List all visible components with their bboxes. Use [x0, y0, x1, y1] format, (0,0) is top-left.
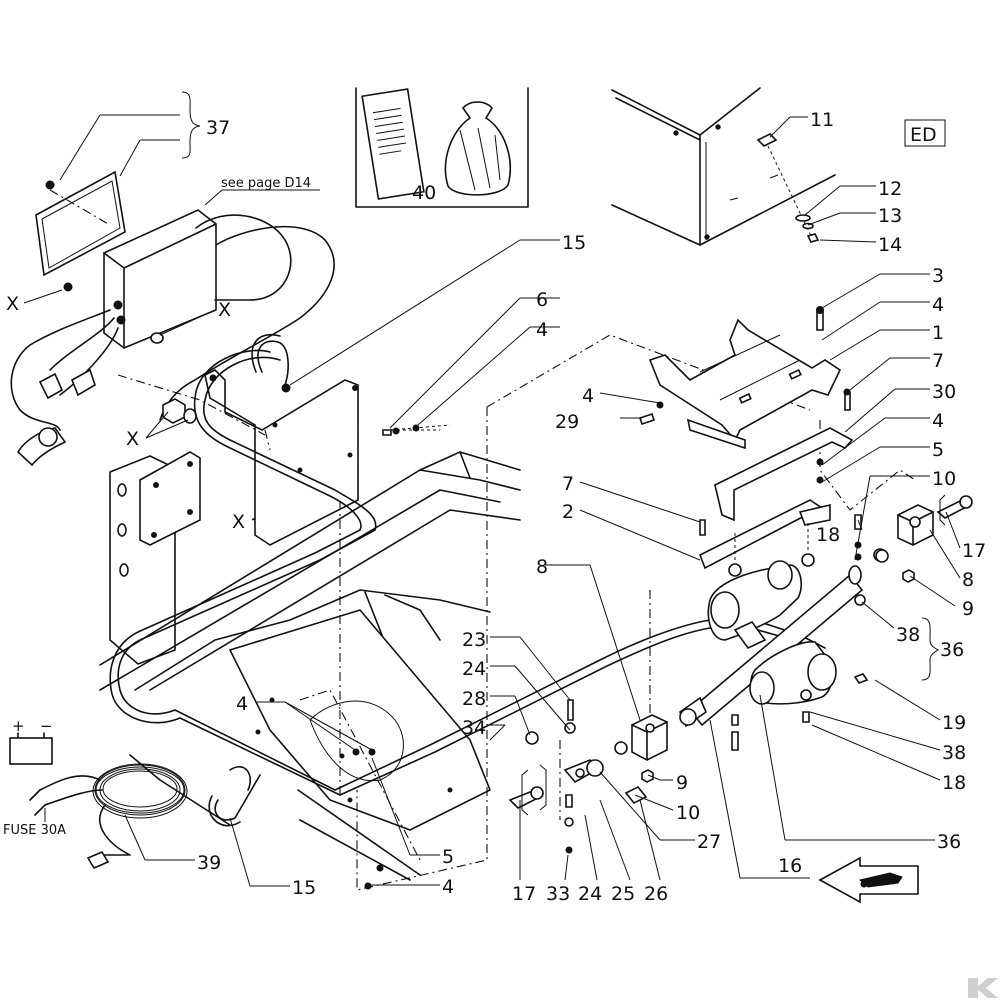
frame-fasteners	[339, 424, 420, 890]
callout-4-right-a: 4	[932, 294, 944, 316]
callout-38-top: 38	[896, 624, 920, 646]
support-brackets	[638, 306, 862, 577]
callout-4-right-b: 4	[932, 410, 944, 432]
callout-23: 23	[462, 629, 486, 651]
callout-15-top: 15	[562, 232, 586, 254]
battery-minus: −	[40, 717, 53, 735]
callout-39: 39	[197, 852, 221, 874]
cable-coil: FUSE 30A	[3, 763, 188, 870]
documentation-box: 40	[355, 87, 529, 208]
callout-8-mid: 8	[536, 556, 548, 578]
callout-8-right: 8	[962, 569, 974, 591]
callout-4-top: 4	[536, 319, 548, 341]
callout-24-mid: 24	[462, 658, 486, 680]
callout-30: 30	[932, 381, 956, 403]
callout-24-bottom: 24	[578, 883, 602, 905]
callout-19: 19	[942, 712, 966, 734]
battery-plus: +	[12, 717, 25, 735]
hopper-corner	[611, 87, 836, 246]
callout-numbers: 11 12 13 14 15 6 4 3 4 1 7 4 29 30 4 5 1…	[197, 109, 986, 905]
see-page-note: see page D14	[221, 176, 311, 191]
callout-1: 1	[932, 322, 944, 344]
edition-code: ED	[910, 124, 937, 146]
x-marker-4: X	[232, 511, 245, 533]
callout-7-right: 7	[932, 350, 944, 372]
callout-15-bottom: 15	[292, 877, 316, 899]
travel-direction-arrow	[818, 856, 919, 904]
callout-26: 26	[644, 883, 668, 905]
callout-27: 27	[697, 831, 721, 853]
lighting-kit: see page D14 37	[10, 91, 338, 512]
x-marker-2: X	[218, 299, 231, 321]
callout-33: 33	[546, 883, 570, 905]
pivot-block-upper	[875, 494, 973, 583]
callout-38-bottom: 38	[942, 742, 966, 764]
machine-frame	[99, 369, 521, 881]
callout-12: 12	[878, 178, 902, 200]
callout-16: 16	[778, 855, 802, 877]
leader-lines	[124, 116, 961, 887]
callout-10-right: 10	[932, 468, 956, 490]
callout-4-left: 4	[236, 693, 248, 715]
linear-actuator	[679, 548, 939, 751]
callout-5-right: 5	[932, 439, 944, 461]
callout-3: 3	[932, 265, 944, 287]
callout-4-lower: 4	[442, 876, 454, 898]
callout-25: 25	[611, 883, 635, 905]
callout-17-bottom: 17	[512, 883, 536, 905]
callout-37: 37	[206, 117, 230, 139]
edition-box	[904, 119, 946, 147]
callout-6: 6	[536, 289, 548, 311]
callout-13: 13	[878, 205, 902, 227]
callout-14: 14	[878, 234, 902, 256]
x-marker-3: X	[126, 428, 139, 450]
callout-36-bottom: 36	[937, 831, 961, 853]
callout-18-top: 18	[816, 524, 840, 546]
callout-9-right: 9	[962, 598, 974, 620]
callout-40: 40	[412, 182, 436, 204]
callout-36-right: 36	[940, 639, 964, 661]
pivot-block-lower	[508, 699, 668, 854]
callout-28: 28	[462, 688, 486, 710]
callout-5-lower: 5	[442, 846, 454, 868]
brand-logo	[968, 978, 998, 998]
callout-29: 29	[555, 411, 579, 433]
x-marker-1: X	[6, 293, 19, 315]
callout-18-bottom: 18	[942, 772, 966, 794]
callout-4-mid: 4	[582, 385, 594, 407]
battery-icon: + −	[9, 717, 53, 765]
callout-34: 34	[462, 717, 486, 739]
fuse-label: FUSE 30A	[3, 823, 66, 838]
callout-17-right: 17	[962, 540, 986, 562]
callout-11: 11	[810, 109, 834, 131]
callout-9-lower: 9	[676, 772, 688, 794]
callout-7-mid: 7	[562, 473, 574, 495]
callout-2: 2	[562, 501, 574, 523]
callout-10-lower: 10	[676, 802, 700, 824]
